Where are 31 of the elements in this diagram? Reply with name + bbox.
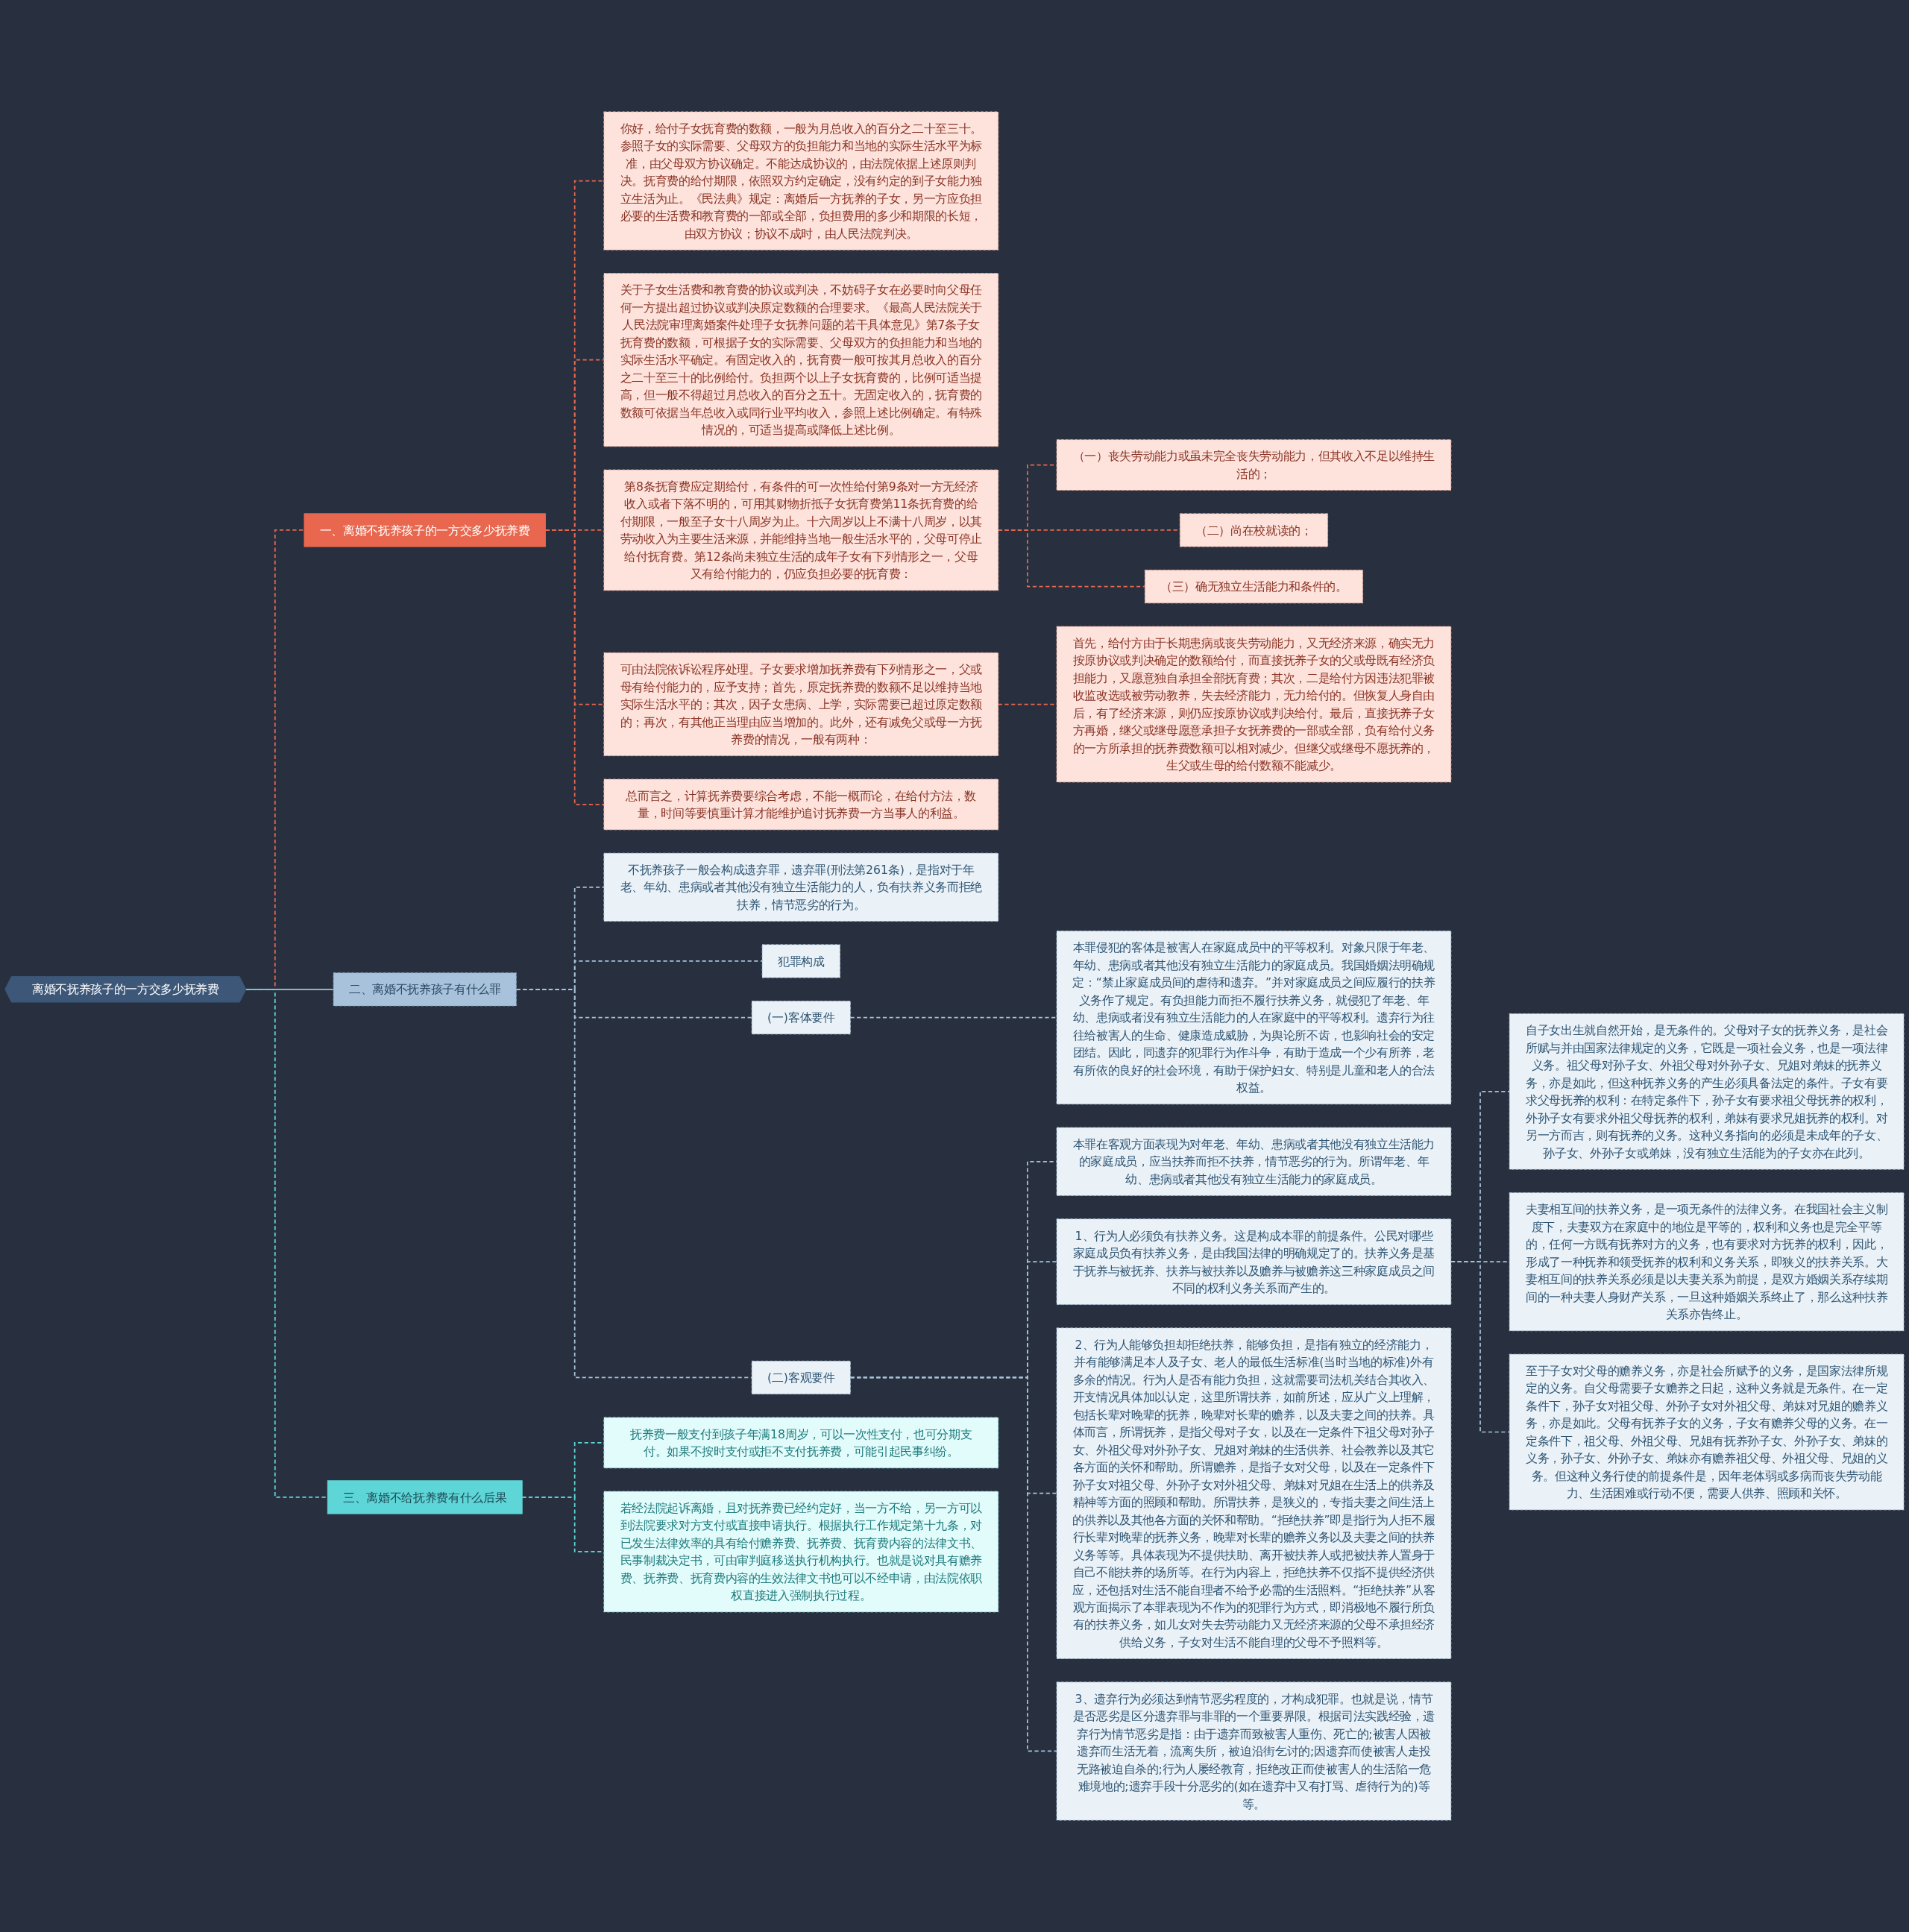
node-box: 你好，给付子女抚育费的数额，一般为月总收入的百分之二十至三十。参照子女的实际需要、父母双方的负担能力和当地的实际生活水平为标准，由父母双方协议确定。不能达成协议的，由法院依据上述原则判决。抚育费的给付期限，依照双方约定确定，没有约定的到子女能力独立生活为止。《民法典》规定：离婚后一方抚养的子女，另一方应负担必要的生活费和教育费的一部或全部，负担费用的多少和期限的长短，由双方协议；协议不成时，由人民法院判决。 [603, 111, 999, 251]
node-box: (一)客体要件 [751, 1001, 851, 1035]
node-box: 关于子女生活费和教育费的协议或判决，不妨碍子女在必要时向父母任何一方提出超过协议或判决原定数额的合理要求。《最高人民法院关于人民法院审理离婚案件处理子女抚养问题的若干具体意见》第7条子女抚育费的数额，可根据子女的实际需要、父母双方的负担能力和当地的实际生活水平确定。有固定收入的，抚育费一般可按其月总收入的百分之二十至三十的比例给付。负担两个以上子女抚育费的，比例可适当提高，但一般不得超过月总收入的百分之五十。无固定收入的，抚育费的数额可依据当年总收入或同行业平均收入，参照上述比例确定。有特殊情况的，可适当提高或降低上述比例。 [603, 273, 999, 447]
node-box: 一、离婚不抚养孩子的一方交多少抚养费 [304, 513, 546, 547]
node-box: 2、行为人能够负担却拒绝扶养，能够负担，是指有独立的经济能力，并有能够满足本人及子女、老人的最低生活标准(当时当地的标准)外有多余的情况。行为人是否有能力负担，这就需要司法机关结合其收入、开支情况具体加以认定，这里所谓扶养，如前所述，应从广义上理解，包括长辈对晚辈的抚养，晚辈对长辈的赡养，以及夫妻之间的扶养。具体而言，所谓抚养，是指父母对子女，以及在一定条件下祖父母对孙子女、外祖父母对外孙子女、兄姐对弟妹的生活供养、社会教养以及其它各方面的关怀和帮助。所谓赡养，是指子女对父母，以及在一定条件下孙子女对祖父母、外孙子女对外祖父母、弟妹对兄姐在生活上的供养及精神等方面的照顾和帮助。所谓扶养，是狭义的，专指夫妻之间生活上的供养以及其他各方面的关怀和帮助。“拒绝扶养”即是指行为人拒不履行长辈对晚辈的抚养义务，晚辈对长辈的赡养义务以及夫妻之间的扶养义务等等。具体表现为不提供扶助、离开被扶养人或把被扶养人置身于自己不能扶养的场所等。在行为内容上，拒绝扶养不仅指不提供经济供应，还包括对生活不能自理者不给予必需的生活照料。“拒绝扶养”从客观方面揭示了本罪表现为不作为的犯罪行为方式，即消极地不履行所负有的扶养义务，如儿女对失去劳动能力又无经济来源的父母不承担经济供给义务，子女对生活不能自理的父母不予照料等。 [1056, 1327, 1452, 1659]
node-box: 第8条抚育费应定期给付，有条件的可一次性给付第9条对一方无经济收入或者下落不明的，可用其财物折抵子女抚育费第11条抚育费的给付期限，一般至子女十八周岁为止。十六周岁以上不满十八周岁，以其劳动收入为主要生活来源，并能维持当地一般生活水平的，父母可停止给付抚育费。第12条尚未独立生活的成年子女有下列情形之一，父母又有给付能力的，仍应负担必要的抚育费： [603, 469, 999, 591]
node-box: 1、行为人必须负有扶养义务。这是构成本罪的前提条件。公民对哪些家庭成员负有扶养义务，是由我国法律的明确规定了的。扶养义务是基于抚养与被抚养、扶养与被扶养以及赡养与被赡养这三种家庭成员之间不同的权利义务关系而产生的。 [1056, 1218, 1452, 1305]
node-box: 可由法院依诉讼程序处理。子女要求增加抚养费有下列情形之一，父或母有给付能力的，应予支持；首先，原定抚养费的数额不足以维持当地实际生活水平的；其次，因子女患病、上学，实际需要已超过原定数额的；再次，有其他正当理由应当增加的。此外，还有减免父或母一方抚养费的情况，一般有两种： [603, 652, 999, 757]
node-box: 自子女出生就自然开始，是无条件的。父母对子女的抚养义务，是社会所赋与并由国家法律规定的义务，它既是一项社会义务，也是一项法律义务。祖父母对孙子女、外祖父母对外孙子女、兄姐对弟妹的抚养义务，亦是如此，但这种抚养义务的产生必须具备法定的条件。子女有要求父母抚养的权利：在特定条件下，孙子女有要求祖父母抚养的权利，外孙子女有要求外祖父母抚养的权利，弟妹有要求兄姐抚养的权利。对另一方而吉，则有抚养的义务。这种义务指向的必须是未成年的子女、孙子女、外孙子女或弟妹，没有独立生活能为的子女亦在此列。 [1509, 1013, 1905, 1170]
node-box: (二)客观要件 [751, 1360, 851, 1395]
node-box: 不抚养孩子一般会构成遗弃罪，遗弃罪(刑法第261条)，是指对于年老、年幼、患病或者其他没有独立生活能力的人，负有扶养义务而拒绝扶养，情节恶劣的行为。 [603, 852, 999, 922]
connector [544, 529, 605, 805]
node-box: 首先，给付方由于长期患病或丧失劳动能力，又无经济来源，确实无力按原协议或判决确定的数额给付，而直接抚养子女的父或母既有经济负担能力，又愿意独自承担全部抚育费；其次，二是给付方因违法犯罪被收监改选或被劳动教养，失去经济能力，无力给付的。但恢复人身自由后，有了经济来源，则仍应按原协议或判决给付。最后，直接抚养子女方再婚，继父或继母愿意承担子女抚养费的一部或全部，负有给付义务的一方所承担的抚养费数额可以相对减少。但继父或继母不愿抚养的，生父或生母的给付数额不能减少。 [1056, 626, 1452, 783]
connector [1450, 1261, 1511, 1433]
node-box: 若经法院起诉离婚，且对抚养费已经约定好，当一方不给，另一方可以到法院要求对方支付或直接申请执行。根据执行工作规定第十九条，对已发生法律效率的具有给付赡养费、抚养费、抚育费内容的法律文书、民事制裁决定书，可由审判庭移送执行机构执行。也就是说对具有赡养费、抚养费、抚育费内容的生效法律文书也可以不经申请，由法院依职权直接进入强制执行过程。 [603, 1491, 999, 1613]
node-box: 犯罪构成 [761, 944, 840, 978]
node-box: 二、离婚不抚养孩子有什么罪 [333, 972, 517, 1007]
node-box: 本罪在客观方面表现为对年老、年幼、患病或者其他没有独立生活能力的家庭成员，应当扶养而拒不扶养，情节恶劣的行为。所谓年老、年幼、患病或者其他没有独立生活能力的家庭成员。 [1056, 1127, 1452, 1196]
node-box: 抚养费一般支付到孩子年满18周岁，可以一次性支付，也可分期支付。如果不按时支付或拒不支付抚养费，可能引起民事纠纷。 [603, 1417, 999, 1469]
node-box: 总而言之，计算抚养费要综合考虑，不能一概而论，在给付方法，数量，时间等要慎重计算才能维护追讨抚养费一方当事人的利益。 [603, 778, 999, 831]
node-box: （二）尚在校就读的； [1179, 513, 1329, 547]
node-box: （一）丧失劳动能力或虽未完全丧失劳动能力，但其收入不足以维持生活的； [1056, 439, 1452, 491]
node-box: 本罪侵犯的客体是被害人在家庭成员中的平等权利。对象只限于年老、年幼、患病或者其他没有独立生活能力的家庭成员。我国婚姻法明确规定：“禁止家庭成员间的虐待和遗弃。”并对家庭成员之间应履行的扶养义务作了规定。有负担能力而拒不履行扶养义务，就侵犯了年老、年幼、患病或者没有独立生活能力的人在家庭中的平等权利。遗弃行为往往给被害人的生命、健康造成威胁，为舆论所不齿，也影响社会的安定团结。因此，同遗弃的犯罪行为作斗争，有助于造成一个少有所养，老有所依的良好的社会环境，有助于保护妇女、特别是儿童和老人的合法权益。 [1056, 931, 1452, 1105]
node-box: 3、遗弃行为必须达到情节恶劣程度的，才构成犯罪。也就是说，情节是否恶劣是区分遗弃罪与非罪的一个重要界限。根据司法实践经验，遗弃行为情节恶劣是指：由于遗弃而致被害人重伤、死亡的;被害人因被遗弃而生活无着，流离失所，被迫沿街乞讨的;因遗弃而使被害人走投无路被迫自杀的;行为人屡经教育，拒绝改正而使被害人的生活陷一危难境地的;遗弃手段十分恶劣的(如在遗弃中又有打骂、虐待行为的)等等。 [1056, 1681, 1452, 1821]
node-box: 三、离婚不给抚养费有什么后果 [327, 1480, 523, 1514]
connector [997, 529, 1146, 588]
node-box: 至于子女对父母的赡养义务，亦是社会所赋予的义务，是国家法律所规定的义务。自父母需要子女赡养之日起，这种义务就是无条件。在一定条件下，孙子女对祖父母、外孙子女对外祖父母、弟妹对兄姐的赡养义务，亦是如此。父母有抚养子女的义务，子女有赡养父母的义务。在一定条件下，祖父母、外祖父母、兄姐有抚养孙子女、外孙子女、弟妹的义务，孙子女、外孙子女、弟妹亦有赡养祖父母、外祖父母、兄姐的义务。但这种义务行使的前提条件是，因年老体弱或多病而丧失劳动能力、生活困难或行动不便，需要人供养、照顾和关怀。 [1509, 1353, 1905, 1511]
connector [849, 1376, 1057, 1752]
node-box: 夫妻相互间的扶养义务，是一项无条件的法律义务。在我国社会主义制度下，夫妻双方在家庭中的地位是平等的，权利和义务也是完全平等的，任何一方既有抚养对方的义务，也有要求对方抚养的权利，因此，形成了一种抚养和领受抚养的权利和义务关系，即狭义的扶养关系。大妻相互间的扶养关系必须是以夫妻关系为前提，是双方婚姻关系存续期间的一种夫妻人身财产关系，一旦这种婚姻关系终止了，那么这种扶养关系亦告终止。 [1509, 1192, 1905, 1332]
connector [849, 1016, 1057, 1019]
node-box: （三）确无独立生活能力和条件的。 [1144, 570, 1363, 604]
